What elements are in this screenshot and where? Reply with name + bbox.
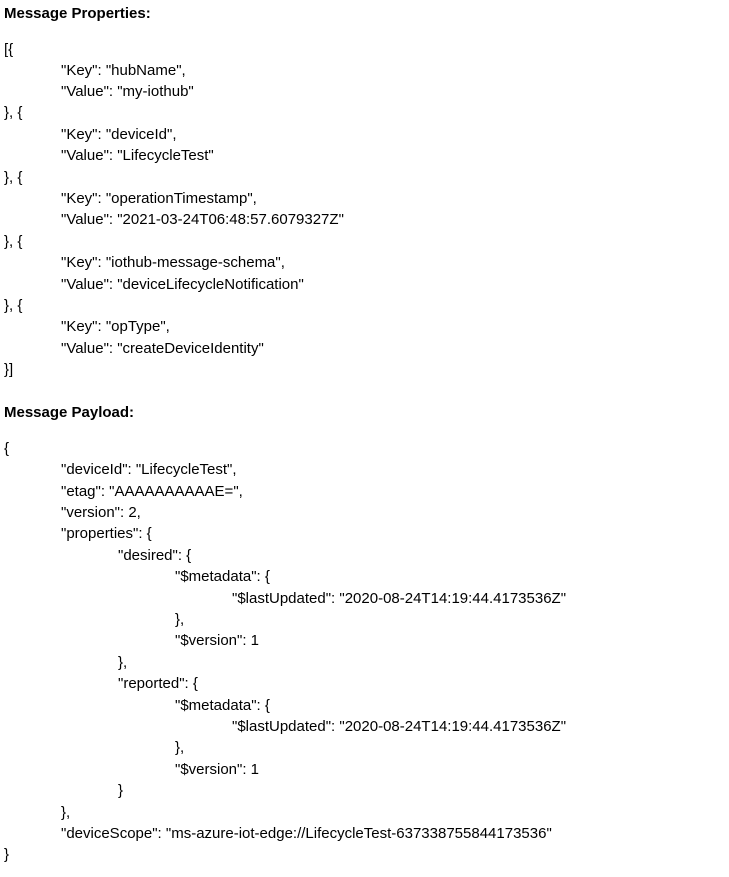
properties-line: [{ <box>4 41 14 58</box>
payload-line: "deviceScope": "ms-azure-iot-edge://Life… <box>61 825 552 842</box>
properties-line: "Value": "LifecycleTest" <box>61 147 214 164</box>
properties-line: "Key": "operationTimestamp", <box>61 190 257 207</box>
payload-line: "version": 2, <box>61 504 141 521</box>
properties-line: }] <box>4 361 14 378</box>
payload-line: "reported": { <box>118 675 198 692</box>
properties-line: "Key": "opType", <box>61 318 170 335</box>
properties-line: "Value": "2021-03-24T06:48:57.6079327Z" <box>61 211 344 228</box>
payload-line: }, <box>175 739 185 756</box>
payload-line: }, <box>175 611 185 628</box>
payload-line: { <box>4 440 10 457</box>
properties-line: "Key": "hubName", <box>61 62 186 79</box>
payload-line: "desired": { <box>118 547 192 564</box>
properties-line: "Value": "createDeviceIdentity" <box>61 340 264 357</box>
payload-line: "etag": "AAAAAAAAAAE=", <box>61 483 243 500</box>
properties-line: }, { <box>4 169 23 186</box>
properties-line: }, { <box>4 104 23 121</box>
properties-line: "Key": "deviceId", <box>61 126 177 143</box>
properties-line: "Key": "iothub-message-schema", <box>61 254 285 271</box>
payload-heading: Message Payload: <box>4 404 135 421</box>
properties-line: }, { <box>4 297 23 314</box>
document-page: Message Properties: [{ "Key": "hubName",… <box>4 0 724 877</box>
payload-line: "$version": 1 <box>175 632 260 649</box>
properties-line: "Value": "deviceLifecycleNotification" <box>61 276 304 293</box>
payload-line: "$lastUpdated": "2020-08-24T14:19:44.417… <box>232 718 567 735</box>
properties-heading: Message Properties: <box>4 5 151 22</box>
payload-line: "properties": { <box>61 525 152 542</box>
payload-line: }, <box>61 804 71 821</box>
payload-line: "$lastUpdated": "2020-08-24T14:19:44.417… <box>232 590 567 607</box>
properties-line: "Value": "my-iothub" <box>61 83 194 100</box>
properties-line: }, { <box>4 233 23 250</box>
payload-line: }, <box>118 654 128 671</box>
payload-line: "$metadata": { <box>175 568 270 585</box>
payload-line: "$version": 1 <box>175 761 260 778</box>
payload-line: "$metadata": { <box>175 697 270 714</box>
payload-line: } <box>118 782 124 799</box>
payload-line: "deviceId": "LifecycleTest", <box>61 461 237 478</box>
payload-line: } <box>4 846 10 863</box>
